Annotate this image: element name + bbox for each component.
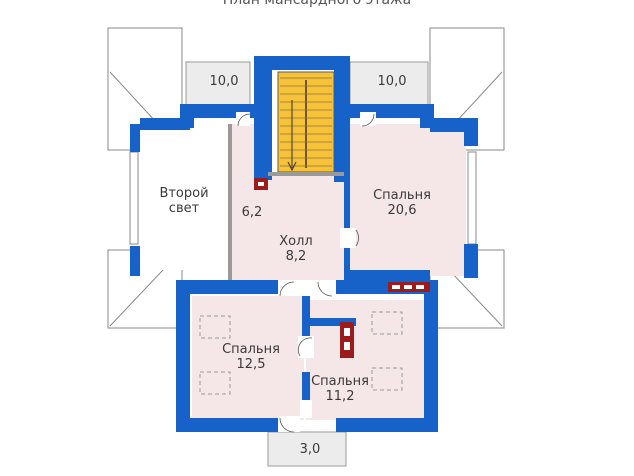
plan-title: План мансардного этажа [222, 0, 412, 8]
balcony-bottom-area [267, 431, 347, 467]
room-area: 11,2 [325, 389, 355, 404]
room-area: 20,6 [387, 203, 417, 218]
terrace-label-left: 10,0 [209, 74, 239, 89]
room-name: Второй [159, 186, 209, 201]
room-area: 6,2 [241, 205, 263, 220]
room-label-corridor: 6,2 [242, 205, 263, 220]
staircase [277, 71, 335, 173]
terrace-left-area [185, 61, 251, 107]
room-label-bedroom-3: Спальня 11,2 [311, 374, 369, 404]
hall-top-partition [268, 172, 344, 176]
skylights [199, 311, 403, 395]
second-light-area [140, 130, 232, 270]
window-right [467, 151, 477, 245]
room-name-line2: свет [168, 201, 200, 216]
bedroom-2-floor [192, 296, 304, 420]
corridor-partition [228, 124, 232, 280]
chimney-bedroom-3 [340, 322, 354, 358]
walls [130, 56, 478, 432]
room-name: Спальня [311, 374, 369, 389]
terrace-label-right: 10,0 [377, 74, 407, 89]
room-area: 12,5 [236, 357, 266, 372]
hall-floor [268, 176, 344, 280]
chimney-corridor [254, 178, 268, 190]
room-name: Спальня [373, 188, 431, 203]
room-label-second-light: Второй свет [159, 186, 208, 216]
balcony-label-bottom: 3,0 [299, 442, 321, 457]
window-left [129, 151, 139, 245]
room-label-bedroom-2: Спальня 12,5 [222, 342, 280, 372]
room-name: Спальня [222, 342, 280, 357]
chimney-right [388, 282, 430, 292]
doors [236, 112, 376, 433]
room-label-bedroom-1: Спальня 20,6 [373, 188, 431, 218]
room-label-hall: Холл 8,2 [279, 234, 312, 264]
room-area: 8,2 [285, 249, 307, 264]
bedroom-1-floor [348, 124, 466, 276]
room-name: Холл [279, 234, 313, 249]
